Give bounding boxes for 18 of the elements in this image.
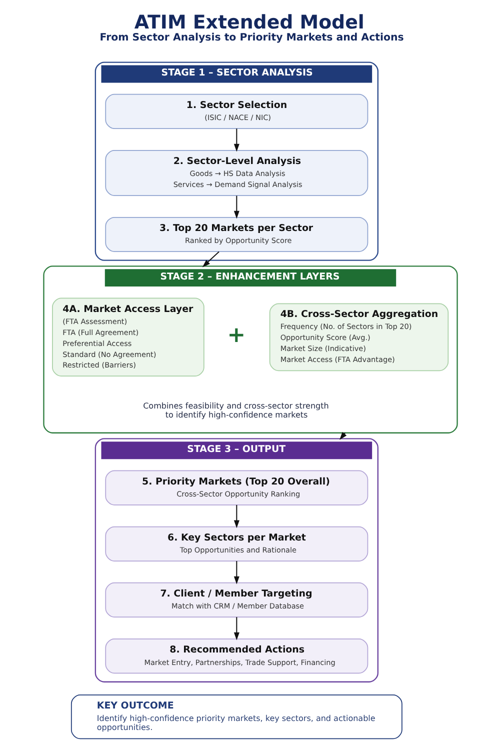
diagram-title: ATIM Extended Model bbox=[134, 12, 364, 34]
node-box: 8. Recommended Actions Market Entry, Partnerships, Trade Support, Financing bbox=[104, 638, 368, 674]
node-box: 1. Sector Selection (ISIC / NACE / NIC) bbox=[104, 94, 368, 129]
node-box: 6. Key Sectors per Market Top Opportunities and Rationale bbox=[104, 526, 368, 562]
node-box: 4B. Cross-Sector Aggregation Frequency (No. of Sectors in Top 20) Opportunity Score (Avg.) Market Size (Indicative) Market Access (FTA Advantage) bbox=[268, 303, 448, 372]
arrow bbox=[202, 251, 219, 268]
arrow bbox=[233, 196, 239, 219]
arrow bbox=[233, 128, 239, 152]
arrow bbox=[233, 561, 239, 584]
node-box: 3. Top 20 Markets per Sector Ranked by Opportunity Score bbox=[104, 216, 368, 252]
node-box: 4A. Market Access Layer (FTA Assessment) FTA (Full Agreement) Preferential Access Standard (No Agreement) Restricted (Barriers) bbox=[52, 298, 204, 377]
node-box: 2. Sector-Level Analysis Goods → HS Data Analysis Services → Demand Signal Analysis bbox=[104, 150, 368, 196]
label: + bbox=[226, 322, 245, 348]
arrow bbox=[233, 617, 239, 640]
caption: From Sector Analysis to Priority Markets and Actions bbox=[99, 32, 404, 44]
arrow bbox=[233, 504, 239, 528]
node-box: 7. Client / Member Targeting Match with CRM / Member Database bbox=[104, 582, 368, 618]
node-box: 5. Priority Markets (Top 20 Overall) Cross-Sector Opportunity Ranking bbox=[104, 470, 368, 506]
